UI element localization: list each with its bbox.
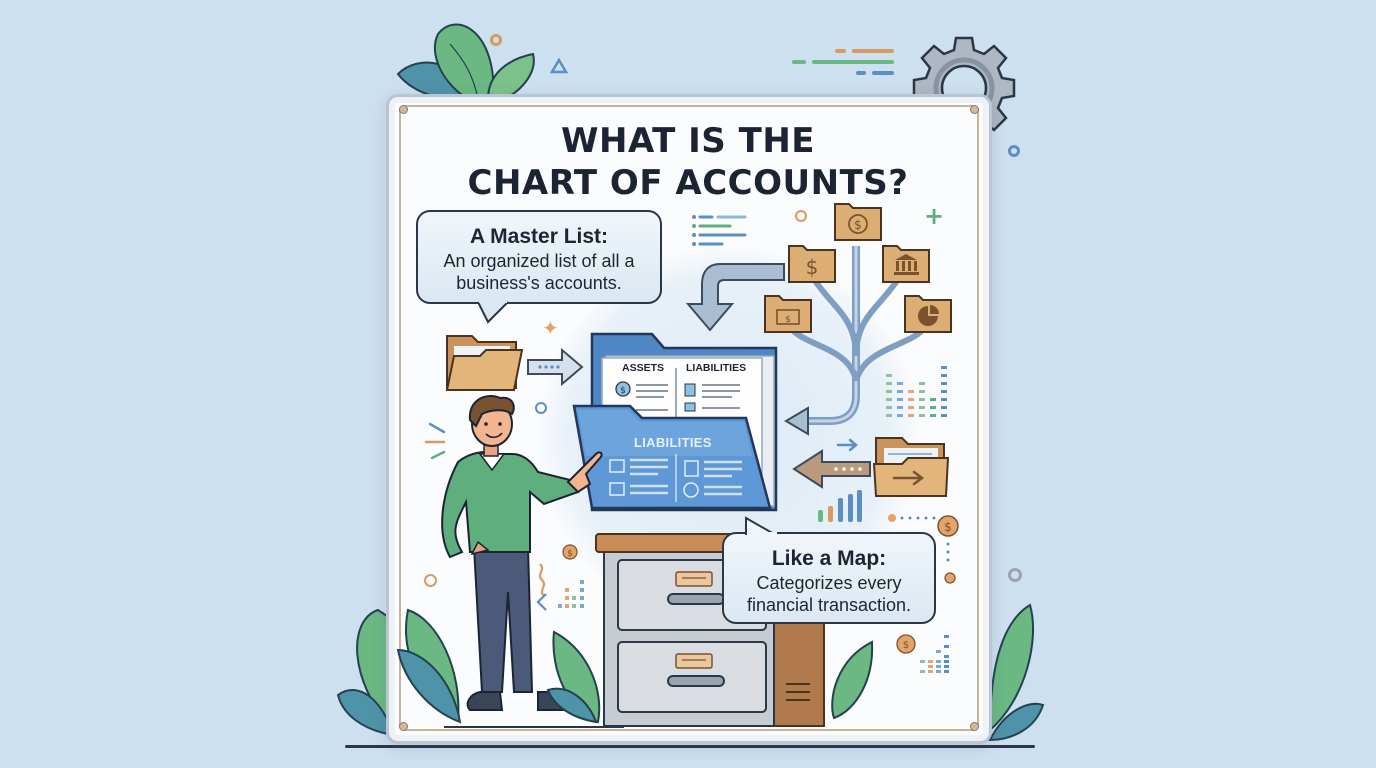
floor-line bbox=[444, 726, 624, 728]
speed-lines-decoration bbox=[792, 48, 902, 78]
arrow-right-icon bbox=[526, 347, 586, 387]
bar-chart-icon bbox=[816, 488, 862, 524]
callout-tail bbox=[744, 516, 784, 536]
title-line-1: WHAT IS THE bbox=[560, 121, 815, 161]
small-leaf-decoration bbox=[826, 640, 876, 720]
svg-text:$: $ bbox=[854, 218, 862, 232]
circle-decoration bbox=[1008, 145, 1020, 157]
callout-heading: Like a Map: bbox=[771, 547, 887, 570]
curved-arrow-down-icon bbox=[680, 252, 790, 332]
svg-text:$: $ bbox=[944, 520, 952, 534]
callout-text: business's accounts. bbox=[456, 273, 622, 293]
motion-lines-decoration bbox=[424, 420, 454, 464]
tree-folder-dollar: $ bbox=[787, 242, 837, 284]
coin-bars-decoration: $ bbox=[536, 544, 586, 614]
circle-decoration bbox=[535, 402, 547, 414]
tree-folder-wallet: $ bbox=[763, 292, 813, 334]
coin-flow-decoration: $ bbox=[888, 510, 968, 590]
circle-decoration bbox=[795, 210, 807, 222]
open-folder-icon bbox=[444, 330, 524, 394]
circle-decoration bbox=[1008, 568, 1022, 582]
circle-decoration bbox=[490, 34, 502, 46]
coin-bars-decoration: $ bbox=[890, 632, 950, 680]
arrow-right-small-icon bbox=[836, 438, 862, 452]
small-leaf-decoration bbox=[546, 630, 604, 724]
rivet bbox=[399, 105, 408, 114]
doc-label-assets: ASSETS bbox=[622, 362, 665, 374]
callout-text: financial transaction. bbox=[746, 595, 912, 615]
rivet bbox=[970, 105, 979, 114]
tree-folder-pie-chart bbox=[903, 292, 953, 334]
svg-text:$: $ bbox=[806, 255, 819, 279]
rivet bbox=[970, 722, 979, 731]
tree-folder-dollar-coin: $ bbox=[833, 200, 883, 242]
arrow-left-icon bbox=[792, 448, 872, 490]
callout-text: An organized list of all a bbox=[443, 251, 635, 271]
doc-label-liabilities: LIABILITIES bbox=[686, 362, 747, 374]
background-leaves-bottom-right bbox=[985, 600, 1045, 750]
accounts-folder: $ bbox=[572, 326, 787, 516]
callout-text: Categorizes every bbox=[756, 573, 902, 593]
account-tree bbox=[760, 196, 960, 436]
svg-text:$: $ bbox=[567, 549, 573, 559]
tree-folder-bank bbox=[881, 242, 931, 284]
callout-heading: A Master List: bbox=[469, 225, 609, 248]
board-inner-frame bbox=[399, 105, 979, 731]
folder-front-label: LIABILITIES bbox=[634, 435, 712, 450]
circle-decoration bbox=[424, 574, 437, 587]
person-illustration bbox=[420, 392, 610, 732]
callout-like-a-map: Like a Map: Categorizes every financial … bbox=[722, 532, 936, 624]
ground-line bbox=[345, 745, 1035, 748]
triangle-decoration bbox=[549, 57, 569, 74]
background-leaves-top bbox=[388, 14, 538, 104]
callout-master-list: A Master List: An organized list of all … bbox=[416, 210, 662, 304]
inner-leaves-decoration bbox=[396, 600, 468, 730]
export-folder-icon bbox=[872, 432, 952, 500]
rivet bbox=[399, 722, 408, 731]
bar-chart-decoration bbox=[886, 364, 948, 420]
page-title: WHAT IS THE CHART OF ACCOUNTS? bbox=[0, 120, 1376, 204]
plus-icon: + bbox=[924, 202, 945, 230]
sparkle-icon: ✦ bbox=[542, 316, 559, 340]
callout-tail bbox=[476, 300, 516, 326]
title-line-2: CHART OF ACCOUNTS? bbox=[467, 163, 909, 203]
svg-text:$: $ bbox=[620, 386, 626, 396]
svg-text:$: $ bbox=[785, 315, 791, 325]
list-lines-decoration bbox=[690, 212, 760, 252]
svg-text:$: $ bbox=[903, 640, 909, 651]
